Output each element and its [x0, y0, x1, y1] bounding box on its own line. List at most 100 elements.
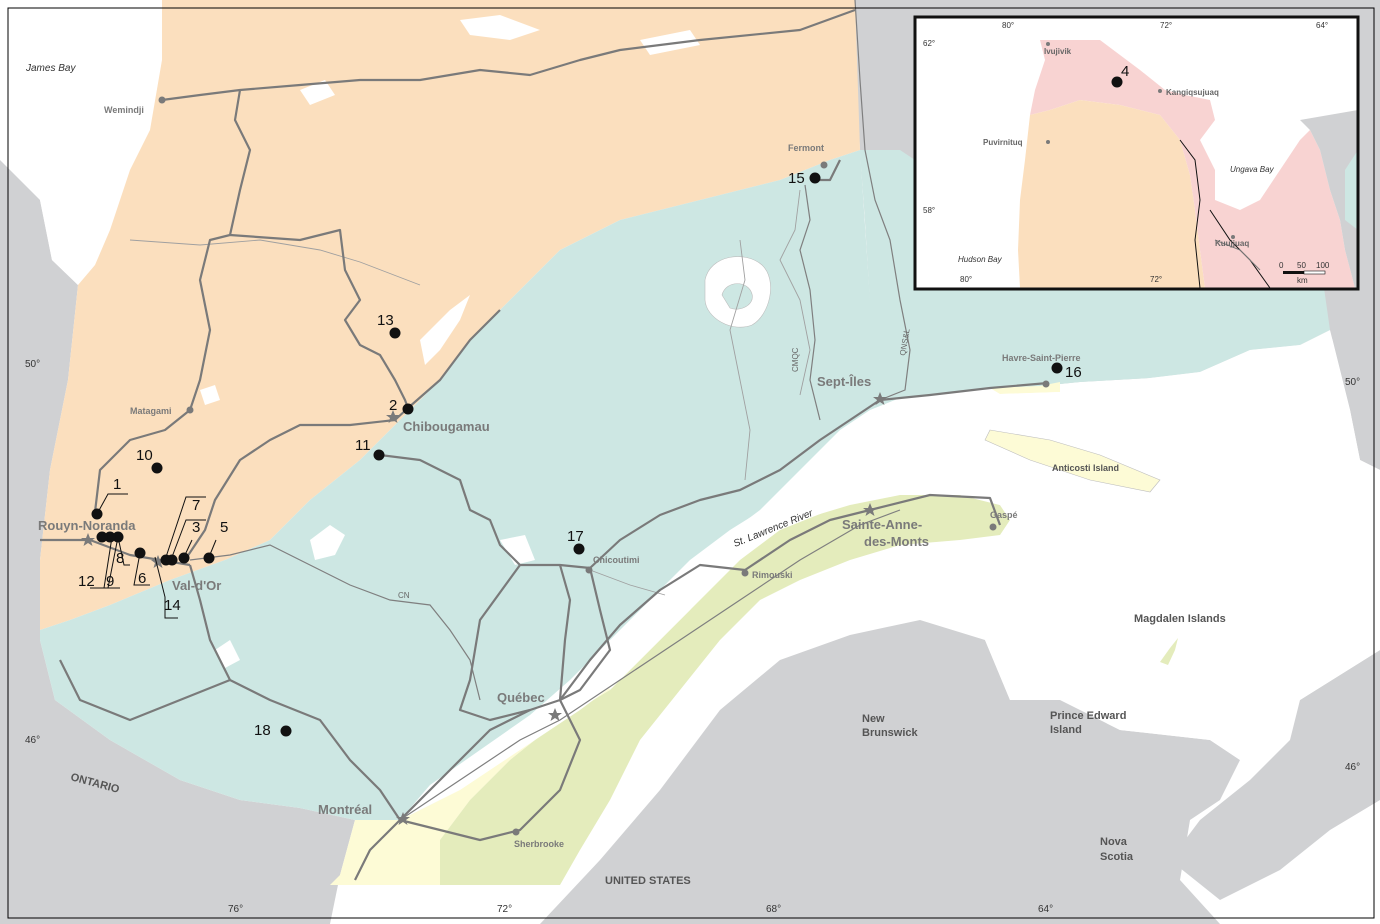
site-9-label: 9 — [106, 573, 114, 590]
label-havre-saint-pierre: Havre-Saint-Pierre — [1002, 353, 1081, 363]
site-15-dot — [809, 172, 821, 184]
dot-gaspe — [989, 523, 997, 531]
star-chibougamau — [386, 410, 400, 423]
inset-frame — [913, 15, 1360, 291]
dot-sherbrooke — [512, 828, 520, 836]
inset-bot-72: 72° — [1150, 275, 1162, 284]
site-2-dot — [402, 403, 414, 415]
inset-label-ivujivik: Ivujivik — [1044, 47, 1072, 56]
appalachian-province — [440, 495, 1010, 885]
label-james-bay: James Bay — [25, 63, 76, 74]
label-val-dor: Val-d'Or — [172, 578, 221, 593]
dot-matagami — [186, 406, 194, 414]
site-5-dot — [203, 552, 215, 564]
lake — [310, 525, 345, 560]
label-sept-iles: Sept-Îles — [817, 374, 871, 389]
dot-rimouski — [741, 569, 749, 577]
lat-46-left: 46° — [25, 735, 40, 746]
lake — [300, 80, 335, 105]
railways — [189, 0, 911, 821]
st-lawrence-river — [400, 480, 1010, 820]
scale-bar-white — [1303, 270, 1326, 275]
inset-scale-bar: 0 50 100 km — [1279, 261, 1330, 285]
lake — [420, 295, 470, 365]
site-8-dot — [112, 531, 124, 543]
map-frame — [7, 7, 1375, 919]
label-matagami: Matagami — [130, 406, 172, 416]
anticosti-island — [984, 429, 1161, 493]
dot-fermont — [820, 161, 828, 169]
site-5-label: 5 — [220, 519, 228, 536]
site-15-label: 15 — [788, 170, 805, 187]
label-wemindji: Wemindji — [104, 105, 144, 115]
label-chicoutimi: Chicoutimi — [593, 555, 640, 565]
star-sainteanne — [863, 503, 877, 516]
site-10-dot — [151, 462, 163, 474]
site-1-label: 1 — [113, 476, 121, 493]
label-sainte-anne-2: des-Monts — [864, 534, 929, 549]
label-cmqc: CMQC — [791, 347, 800, 372]
lon-76: 76° — [228, 904, 243, 915]
inset-dot-kuujjuaq — [1231, 235, 1235, 239]
label-sainte-anne-1: Sainte-Anne- — [842, 517, 922, 532]
site-2-label: 2 — [389, 397, 397, 414]
inset-label-kangiqsujuaq: Kangiqsujuaq — [1166, 88, 1219, 97]
inset-label-puvirnituq: Puvirnituq — [983, 138, 1023, 147]
site-6-dot — [134, 547, 146, 559]
lon-68: 68° — [766, 904, 781, 915]
lake — [640, 30, 700, 55]
site-14-label: 14 — [164, 597, 181, 614]
lat-50-left: 50° — [25, 359, 40, 370]
site-10-label: 10 — [136, 447, 153, 464]
site-8-label: 8 — [116, 550, 124, 567]
city-stars — [81, 392, 887, 825]
site-17-dot — [573, 543, 585, 555]
site-11-label: 11 — [355, 437, 371, 454]
nova-scotia-land — [1170, 650, 1380, 900]
scale-unit: km — [1297, 276, 1308, 285]
james-bay-shore — [40, 0, 162, 285]
inset-top-80: 80° — [1002, 21, 1014, 30]
inset-top-72: 72° — [1160, 21, 1172, 30]
site-16-label: 16 — [1065, 364, 1082, 381]
star-valdor — [151, 555, 165, 568]
inset-dot-kangiqsujuaq — [1158, 89, 1162, 93]
gulf-of-st-lawrence — [830, 330, 1380, 760]
site-13-dot — [389, 327, 401, 339]
inset-lat-58: 58° — [923, 206, 935, 215]
inset-roads — [1214, 239, 1261, 271]
inset-superior — [1018, 100, 1205, 288]
lon-72: 72° — [497, 904, 512, 915]
inset-top-64: 64° — [1316, 21, 1328, 30]
inset-labrador — [1300, 110, 1358, 288]
label-fermont: Fermont — [788, 143, 824, 153]
site-14-dot — [160, 554, 172, 566]
site-12-dot — [96, 531, 108, 543]
label-gaspe: Gaspé — [990, 510, 1018, 520]
newfoundland-land — [1330, 320, 1380, 470]
site-7-label: 7 — [192, 497, 200, 514]
inset-label-hudson-bay: Hudson Bay — [958, 255, 1003, 264]
label-rimouski: Rimouski — [752, 570, 793, 580]
label-chibougamau: Chibougamau — [403, 419, 490, 434]
label-rouyn-noranda: Rouyn-Noranda — [38, 518, 136, 533]
site-18-label: 18 — [254, 722, 271, 739]
label-anticosti-island: Anticosti Island — [1052, 463, 1119, 473]
inset-bot-80: 80° — [960, 275, 972, 284]
label-montreal: Montréal — [318, 802, 372, 817]
site-16-dot — [1051, 362, 1063, 374]
site-18-dot — [280, 725, 292, 737]
scale-50: 50 — [1297, 261, 1306, 270]
label-nova-scotia-2: Scotia — [1100, 851, 1134, 863]
inset-site-4-label: 4 — [1121, 63, 1129, 80]
scale-bar-black — [1283, 271, 1304, 274]
site-9-dot — [104, 531, 116, 543]
lake — [500, 535, 535, 565]
scale-100: 100 — [1316, 261, 1330, 270]
site-12-label: 12 — [78, 573, 95, 590]
site-6-label: 6 — [138, 570, 146, 587]
label-sherbrooke: Sherbrooke — [514, 839, 564, 849]
site-17-label: 17 — [567, 528, 584, 545]
dot-havre — [1042, 380, 1050, 388]
ontario-land — [0, 160, 355, 924]
